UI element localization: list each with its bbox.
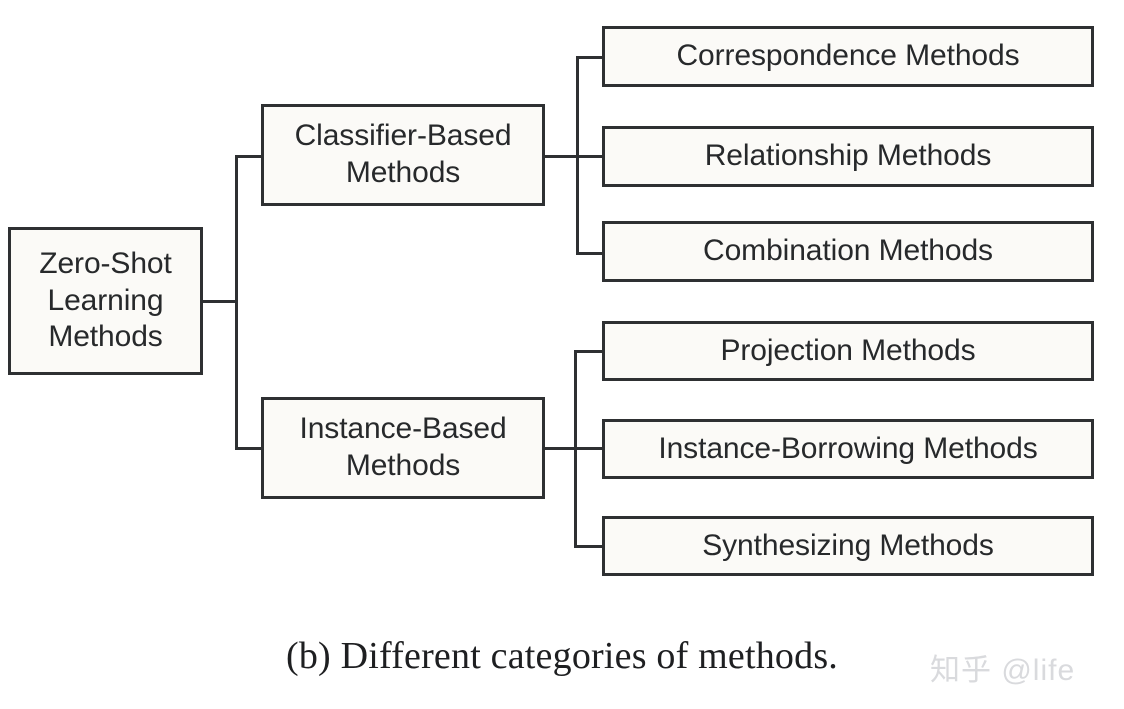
node-zero-shot-learning-methods: Zero-Shot Learning Methods <box>8 227 203 375</box>
node-classifier-line-2: Methods <box>345 156 461 189</box>
node-synthesizing-methods: Synthesizing Methods <box>602 516 1094 576</box>
node-classifier-line-1: Classifier-Based <box>294 119 512 153</box>
connector-instance-to-instance-borrowing <box>574 447 604 450</box>
node-projection-methods: Projection Methods <box>602 321 1094 381</box>
node-instance-line-1: Instance-Based <box>299 412 507 446</box>
node-instance-line-2: Methods <box>345 449 461 482</box>
node-relationship-methods: Relationship Methods <box>602 126 1094 187</box>
node-root-line-2: Learning <box>47 283 164 317</box>
node-instance-based-methods: Instance-Based Methods <box>261 397 545 499</box>
connector-root-bus <box>235 155 238 450</box>
node-combination-methods: Combination Methods <box>602 221 1094 282</box>
connector-root-stem <box>203 300 238 303</box>
connector-instance-to-projection <box>574 350 604 353</box>
connector-instance-stem <box>545 447 578 450</box>
node-correspondence-methods: Correspondence Methods <box>602 26 1094 87</box>
connector-instance-to-synthesizing <box>574 545 604 548</box>
connector-classifier-stem <box>545 155 578 158</box>
connector-classifier-to-combination <box>576 252 604 255</box>
connector-root-to-instance <box>235 447 263 450</box>
connector-classifier-to-correspondence <box>576 56 604 59</box>
watermark-text: 知乎 @life <box>930 654 1076 687</box>
node-instance-borrowing-methods: Instance-Borrowing Methods <box>602 419 1094 479</box>
figure-caption: (b) Different categories of methods. <box>285 635 839 677</box>
node-root-line-3: Methods <box>48 320 163 354</box>
node-root-line-1: Zero-Shot <box>39 247 172 281</box>
connector-classifier-to-relationship <box>576 155 604 158</box>
connector-root-to-classifier <box>235 155 263 158</box>
node-classifier-based-methods: Classifier-Based Methods <box>261 104 545 206</box>
